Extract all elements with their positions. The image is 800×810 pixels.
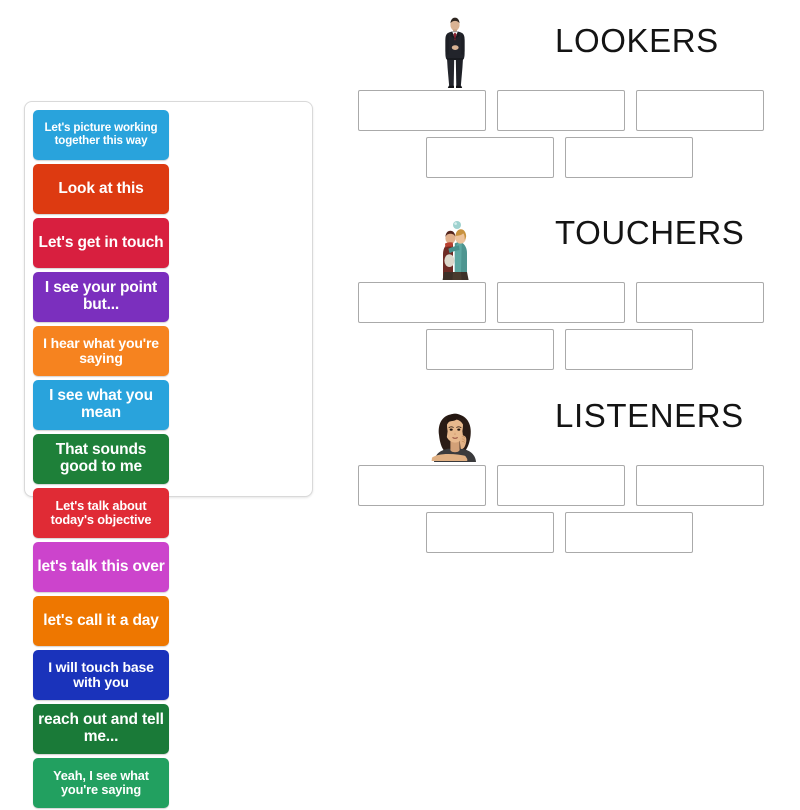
phrase-tile[interactable]: Let's talk about today's objective xyxy=(33,488,169,538)
phrase-tile-label: let's call it a day xyxy=(43,611,159,629)
group-title: LISTENERS xyxy=(555,397,744,434)
dropzone[interactable] xyxy=(636,282,764,323)
dropzone-row-top xyxy=(358,90,800,131)
dropzone[interactable] xyxy=(497,465,625,506)
dropzone[interactable] xyxy=(565,329,693,370)
phrase-tile[interactable]: I will touch base with you xyxy=(33,650,169,700)
phrase-tile[interactable]: That sounds good to me xyxy=(33,434,169,484)
phrase-tile-label: I see your point but... xyxy=(44,279,158,313)
woman-resting-chin-listening-image xyxy=(415,383,495,465)
phrase-tile-label: Let's get in touch xyxy=(38,233,164,251)
dropzone[interactable] xyxy=(497,282,625,323)
group-header: LISTENERS xyxy=(340,383,800,465)
dropzone[interactable] xyxy=(358,90,486,131)
group-title: LOOKERS xyxy=(555,22,719,59)
dropzone-row-top xyxy=(358,465,800,506)
dropzone[interactable] xyxy=(565,137,693,178)
phrase-tile-label: Look at this xyxy=(58,179,144,197)
phrase-tile-label: Let's picture working together this way xyxy=(44,121,158,147)
dropzone[interactable] xyxy=(426,512,554,553)
phrase-tile-label: let's talk this over xyxy=(37,557,165,575)
phrase-tile-label: I see what you mean xyxy=(49,387,153,421)
phrase-tile[interactable]: Let's picture working together this way xyxy=(33,110,169,160)
dropzone-row-bottom xyxy=(426,512,800,553)
dropzone[interactable] xyxy=(497,90,625,131)
phrase-tile[interactable]: let's talk this over xyxy=(33,542,169,592)
dropzone[interactable] xyxy=(426,329,554,370)
phrase-tile-label: Yeah, I see what you're saying xyxy=(53,768,149,797)
phrase-tile-label: I hear what you're saying xyxy=(43,334,159,366)
phrase-tile-label: That sounds good to me xyxy=(55,441,147,475)
two-people-hugging-image xyxy=(415,200,495,282)
group-header: TOUCHERS xyxy=(340,200,800,282)
group-touchers: TOUCHERS xyxy=(340,200,800,385)
businessman-standing-image xyxy=(415,8,495,90)
group-listeners: LISTENERS xyxy=(340,383,800,568)
phrase-tile[interactable]: Look at this xyxy=(33,164,169,214)
dropzone[interactable] xyxy=(565,512,693,553)
dropzone[interactable] xyxy=(358,282,486,323)
dropzone[interactable] xyxy=(358,465,486,506)
phrase-tile[interactable]: Let's get in touch xyxy=(33,218,169,268)
dropzone-row-top xyxy=(358,282,800,323)
dropzone[interactable] xyxy=(426,137,554,178)
phrase-tile-label: reach out and tell me... xyxy=(38,711,164,745)
dropzone[interactable] xyxy=(636,465,764,506)
phrase-tile[interactable]: let's call it a day xyxy=(33,596,169,646)
group-lookers: LOOKERS xyxy=(340,8,800,193)
phrase-tile[interactable]: I hear what you're saying xyxy=(33,326,169,376)
phrase-tile[interactable]: reach out and tell me... xyxy=(33,704,169,754)
dropzone-row-bottom xyxy=(426,137,800,178)
phrase-tile-label: Let's talk about today's objective xyxy=(50,498,152,527)
phrase-tile-label: I will touch base with you xyxy=(48,658,154,690)
dropzone-row-bottom xyxy=(426,329,800,370)
group-title: TOUCHERS xyxy=(555,214,745,251)
group-header: LOOKERS xyxy=(340,8,800,90)
groups-container: LOOKERS xyxy=(340,0,800,600)
phrase-tile[interactable]: I see what you mean xyxy=(33,380,169,430)
phrase-tile[interactable]: Yeah, I see what you're saying xyxy=(33,758,169,808)
dropzone[interactable] xyxy=(636,90,764,131)
phrase-tile[interactable]: I see your point but... xyxy=(33,272,169,322)
